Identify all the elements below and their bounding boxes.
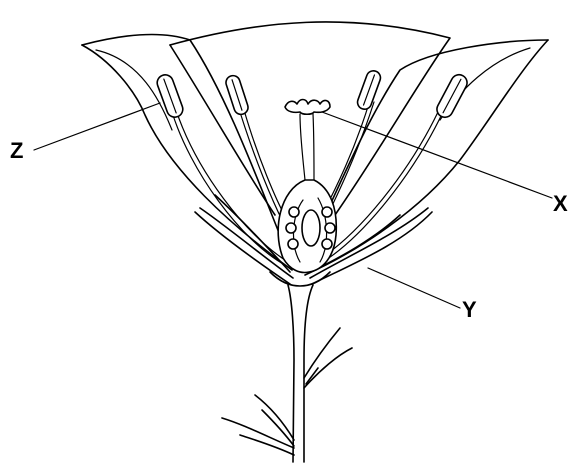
right-petal (300, 40, 548, 275)
label-y: Y (462, 299, 477, 321)
leader-line-z (34, 103, 160, 150)
leader-line-y (368, 268, 460, 308)
stem-leaves (222, 328, 352, 455)
label-z: Z (10, 140, 23, 162)
left-petal (82, 35, 292, 270)
stem (270, 272, 330, 462)
pistil (278, 100, 336, 273)
label-x: X (553, 193, 568, 215)
